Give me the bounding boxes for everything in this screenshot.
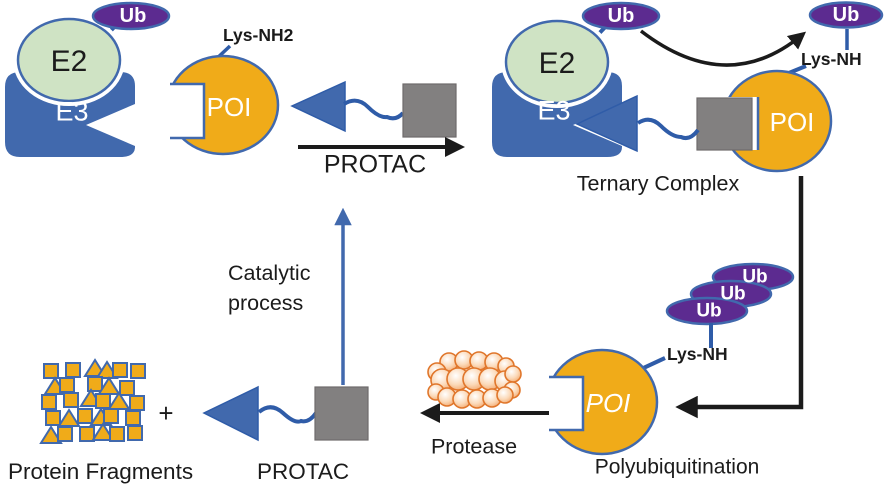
protein-fragment-square	[103, 408, 119, 424]
lys-nh2-label: Lys-NH2	[223, 25, 294, 45]
protein-fragment-square	[77, 408, 93, 424]
ternary-to-polyub-arrow	[675, 176, 804, 419]
free-ub-oval	[808, 1, 884, 29]
proteasome-figure	[427, 350, 522, 409]
poi-label-bottom: POI	[585, 388, 631, 418]
protein-fragment-square	[109, 426, 125, 442]
poi-notch-outline-bottom	[549, 375, 585, 432]
poi-notch-left	[152, 84, 204, 138]
protac-linker-ternary	[636, 117, 700, 141]
protein-fragment-square	[129, 395, 145, 411]
proteasome-sphere	[496, 386, 514, 404]
polyubiquitination-caption: Polyubiquitination	[594, 455, 760, 479]
lys-nh-label-bottom: Lys-NH	[667, 344, 728, 364]
e3-label-ternary: E3	[537, 95, 571, 126]
proteasome-sphere	[504, 365, 522, 383]
protac-warhead-square-bottom	[314, 386, 369, 441]
protein-fragment-square	[119, 380, 135, 396]
protein-fragment-triangle	[39, 425, 63, 444]
protein-fragment-square	[125, 410, 141, 426]
poi-notch-outline-left	[170, 82, 206, 140]
protein-fragment-square	[112, 362, 128, 378]
protein-fragment-square	[79, 426, 95, 442]
e2-halo-left	[13, 14, 125, 106]
ub-stack-oval-3	[665, 296, 749, 326]
protein-fragment-triangle	[57, 408, 81, 427]
catalytic-label-line2: process	[228, 291, 304, 315]
poi-label-left: POI	[206, 92, 252, 122]
e2-label-ternary: E2	[538, 47, 576, 80]
e2-enzyme-left	[16, 17, 122, 103]
e2-label-left: E2	[50, 45, 88, 78]
protac-ligand-triangle-bottom	[202, 385, 259, 442]
ub-stack-label-3: Ub	[696, 300, 722, 322]
ub-label-left: Ub	[119, 5, 147, 27]
protein-fragment-square	[130, 363, 146, 379]
protac-caption: PROTAC	[257, 459, 350, 484]
protac-linker-bottom	[257, 405, 318, 424]
ub-oval-left	[91, 1, 171, 31]
protein-fragment-square	[127, 425, 143, 441]
protein-fragment-square	[63, 392, 79, 408]
protein-fragment-triangle	[91, 422, 115, 441]
protein-fragment-square	[59, 377, 75, 393]
protac-linker-top	[342, 98, 405, 121]
ub-stack-label-1: Ub	[742, 266, 768, 288]
lys-nh-label-top: Lys-NH	[801, 49, 862, 69]
protease-label: Protease	[430, 434, 518, 459]
catalytic-label-line1: Catalytic	[228, 261, 311, 285]
poi-notch-bottom	[531, 377, 583, 430]
ub-oval-ternary	[581, 1, 661, 31]
protein-fragment-square	[65, 362, 81, 378]
e2-enzyme-ternary	[504, 19, 610, 105]
ternary-complex-caption: Ternary Complex	[576, 171, 740, 196]
protac-arrow-label: PROTAC	[323, 150, 427, 179]
protac-warhead-square-top	[402, 83, 457, 138]
ub-transfer-arrow	[639, 29, 807, 67]
protein-fragment-square	[95, 393, 111, 409]
e2-halo-ternary	[501, 16, 613, 108]
protein-fragment-square	[87, 376, 103, 392]
free-ub-label: Ub	[832, 4, 860, 26]
protein-fragments-figure	[39, 358, 146, 444]
ub-stack-label-2: Ub	[720, 283, 746, 305]
protac-ligand-triangle-top	[290, 80, 346, 133]
protein-fragment-square	[41, 394, 57, 410]
poi-label-ternary: POI	[769, 107, 815, 137]
e3-label-left: E3	[55, 96, 89, 127]
protac-warhead-square-ternary	[696, 97, 753, 151]
protein-fragment-square	[57, 426, 73, 442]
protein-fragments-caption: Protein Fragments	[8, 459, 194, 484]
protein-fragment-square	[45, 410, 61, 426]
ub-label-ternary: Ub	[607, 5, 635, 27]
protac-ligand-triangle-ternary	[575, 94, 638, 153]
plus-sign: +	[158, 398, 174, 428]
protein-fragment-square	[43, 363, 59, 379]
